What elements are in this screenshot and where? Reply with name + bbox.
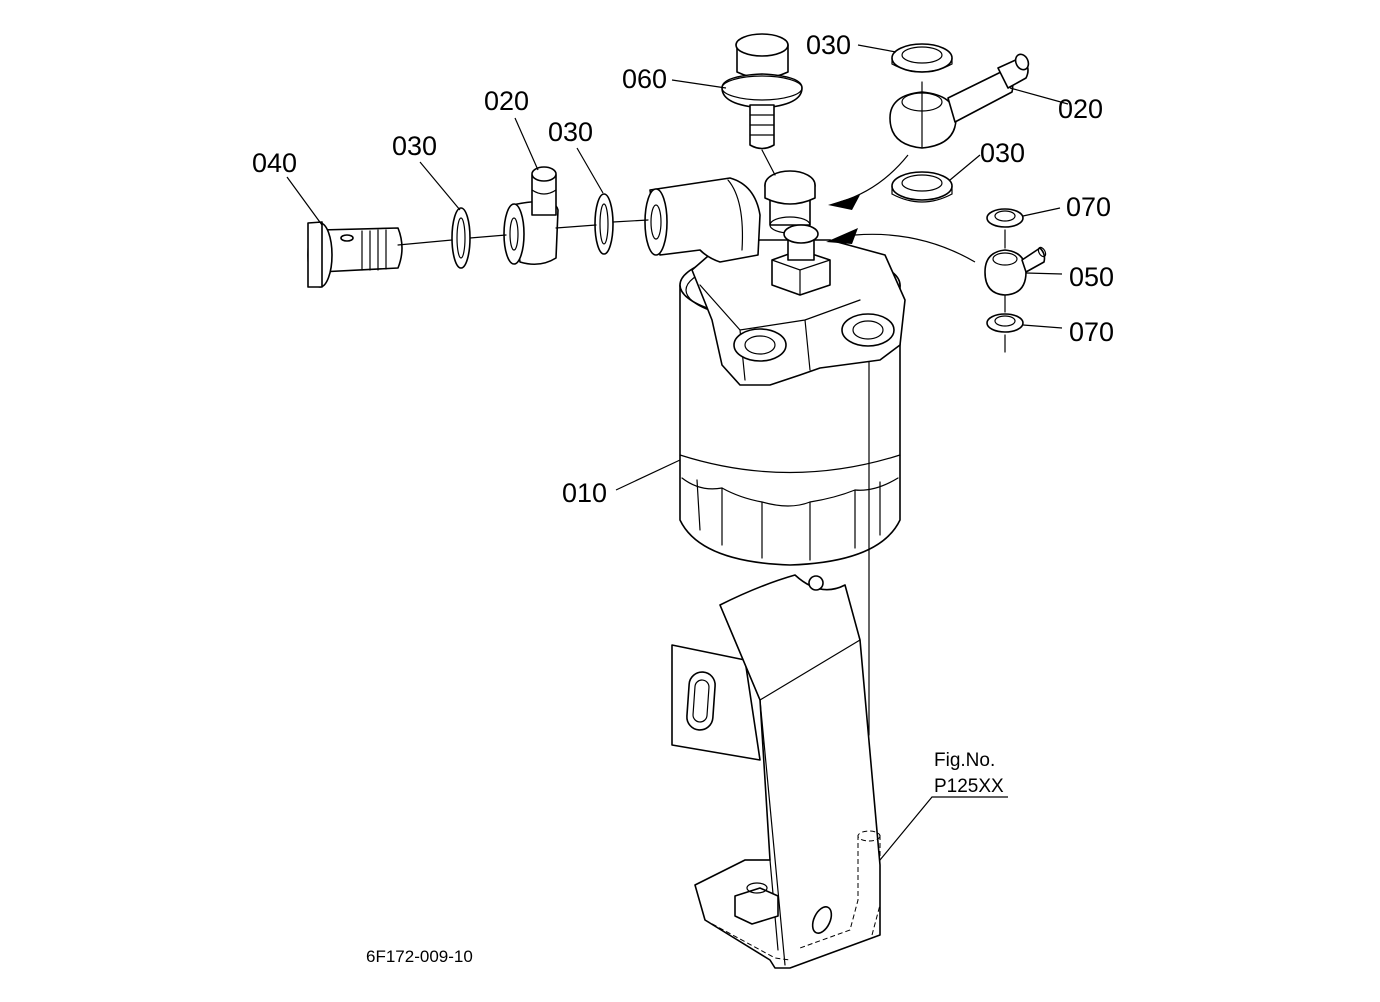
washer-030-left: [451, 207, 471, 269]
filter-head: [644, 170, 906, 386]
air-vent-screw-060: [721, 33, 803, 176]
washer-030-right: [891, 171, 953, 203]
callout-030-top: 030: [806, 30, 851, 60]
leader-lines: [286, 44, 1069, 861]
callout-060: 060: [622, 64, 667, 94]
washer-070-bottom: [986, 313, 1024, 353]
drawing-code: 6F172-009-10: [366, 947, 473, 966]
washer-030-mid: [594, 193, 614, 255]
callout-010: 010: [562, 478, 607, 508]
assembly-arrows: [826, 154, 976, 263]
figure-reference: Fig.No. P125XX: [934, 750, 1004, 797]
callout-020-left: 020: [484, 86, 529, 116]
hollow-bolt-040: [307, 221, 403, 288]
callout-040: 040: [252, 148, 297, 178]
callout-020-right: 020: [1058, 94, 1103, 124]
banjo-fitting-020-left: [503, 166, 559, 266]
fig-no-label: Fig.No.: [934, 750, 995, 771]
banjo-fitting-020-right: [889, 53, 1030, 149]
callout-070-top: 070: [1066, 192, 1111, 222]
washer-030-top: [891, 43, 953, 73]
callout-030-left: 030: [392, 131, 437, 161]
fig-no-value: P125XX: [934, 776, 1004, 797]
washer-070-top: [986, 208, 1024, 249]
callout-030-right: 030: [980, 138, 1025, 168]
banjo-fitting-050: [984, 246, 1047, 313]
callout-050: 050: [1069, 262, 1114, 292]
callout-070-bottom: 070: [1069, 317, 1114, 347]
callout-030-mid: 030: [548, 117, 593, 147]
callout-labels: 040 030 020 030 060 030 020 030 070 050 …: [252, 30, 1114, 508]
mounting-bracket: [671, 574, 881, 969]
left-assembly-axis: [397, 219, 649, 246]
